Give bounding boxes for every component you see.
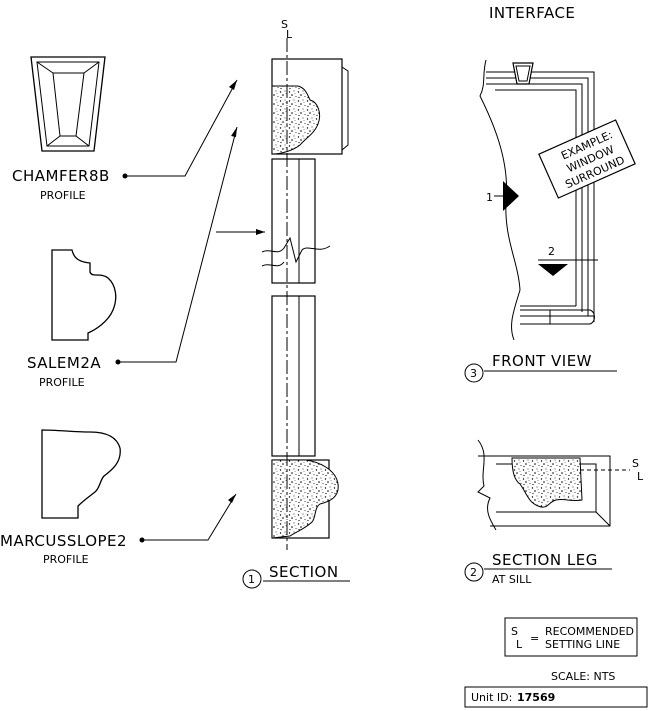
legend-box (504, 617, 638, 657)
centerline-l-label: L (286, 28, 293, 41)
interface-title: INTERFACE (489, 4, 575, 22)
section-leg-sub: AT SILL (492, 573, 532, 586)
section-leg-title: SECTION LEG (492, 551, 598, 569)
unit-id-box (464, 686, 648, 708)
section-number-circle (242, 569, 262, 589)
callout-2-label: 2 (548, 245, 555, 258)
unit-id-value: 17569 (517, 691, 555, 704)
salem2a-leader-line (120, 126, 238, 363)
salem2a-leader-dot (115, 359, 121, 365)
marcusslope2-profile-drawing (41, 429, 121, 519)
legend-equals: = (530, 632, 539, 645)
section-leg-drawing (477, 439, 630, 531)
legend-line-2: SETTING LINE (545, 638, 620, 651)
chamfer8b-leader-arrow (229, 80, 237, 90)
legend-symbol-s: S (511, 625, 518, 638)
legend-line-1: RECOMMENDED (545, 625, 634, 638)
marcusslope2-leader-arrow (228, 494, 236, 503)
legend-symbol-l: L (516, 638, 523, 651)
example-note-box: EXAMPLE: WINDOW SURROUND (538, 119, 636, 199)
salem2a-sub-label: PROFILE (39, 376, 85, 389)
callout-1-label: 1 (486, 191, 493, 204)
marcusslope2-leader-dot (139, 537, 145, 543)
section-title: SECTION (269, 563, 339, 581)
section-leg-number-circle (464, 562, 484, 582)
marcusslope2-label: MARCUSSLOPE2 (0, 532, 127, 550)
chamfer8b-sub-label: PROFILE (40, 189, 86, 202)
salem2a-label: SALEM2A (27, 354, 101, 372)
chamfer8b-label: CHAMFER8B (12, 167, 110, 185)
front-view-drawing (479, 59, 598, 341)
front-view-number-circle (464, 363, 484, 383)
front-view-title: FRONT VIEW (492, 352, 592, 370)
centerline-s-label: S (281, 18, 288, 31)
marcusslope2-sub-label: PROFILE (43, 553, 89, 566)
section-break-leader-arrow (256, 229, 265, 235)
chamfer8b-leader-line (127, 79, 238, 177)
front-view-number: 3 (470, 367, 477, 380)
scale-label: SCALE: NTS (551, 670, 615, 683)
section-leg-cl-s: S (632, 457, 639, 470)
chamfer8b-leader-dot (122, 173, 128, 179)
marcusslope2-leader-line (144, 493, 237, 541)
chamfer8b-profile-drawing (30, 56, 106, 152)
section-elevation-drawing (261, 38, 349, 550)
salem2a-leader-arrow (231, 127, 237, 137)
section-number: 1 (248, 573, 255, 586)
salem2a-profile-drawing (51, 249, 117, 341)
unit-id-label: Unit ID: (471, 691, 512, 704)
section-leg-cl-l: L (637, 470, 644, 483)
section-leg-number: 2 (470, 566, 477, 579)
